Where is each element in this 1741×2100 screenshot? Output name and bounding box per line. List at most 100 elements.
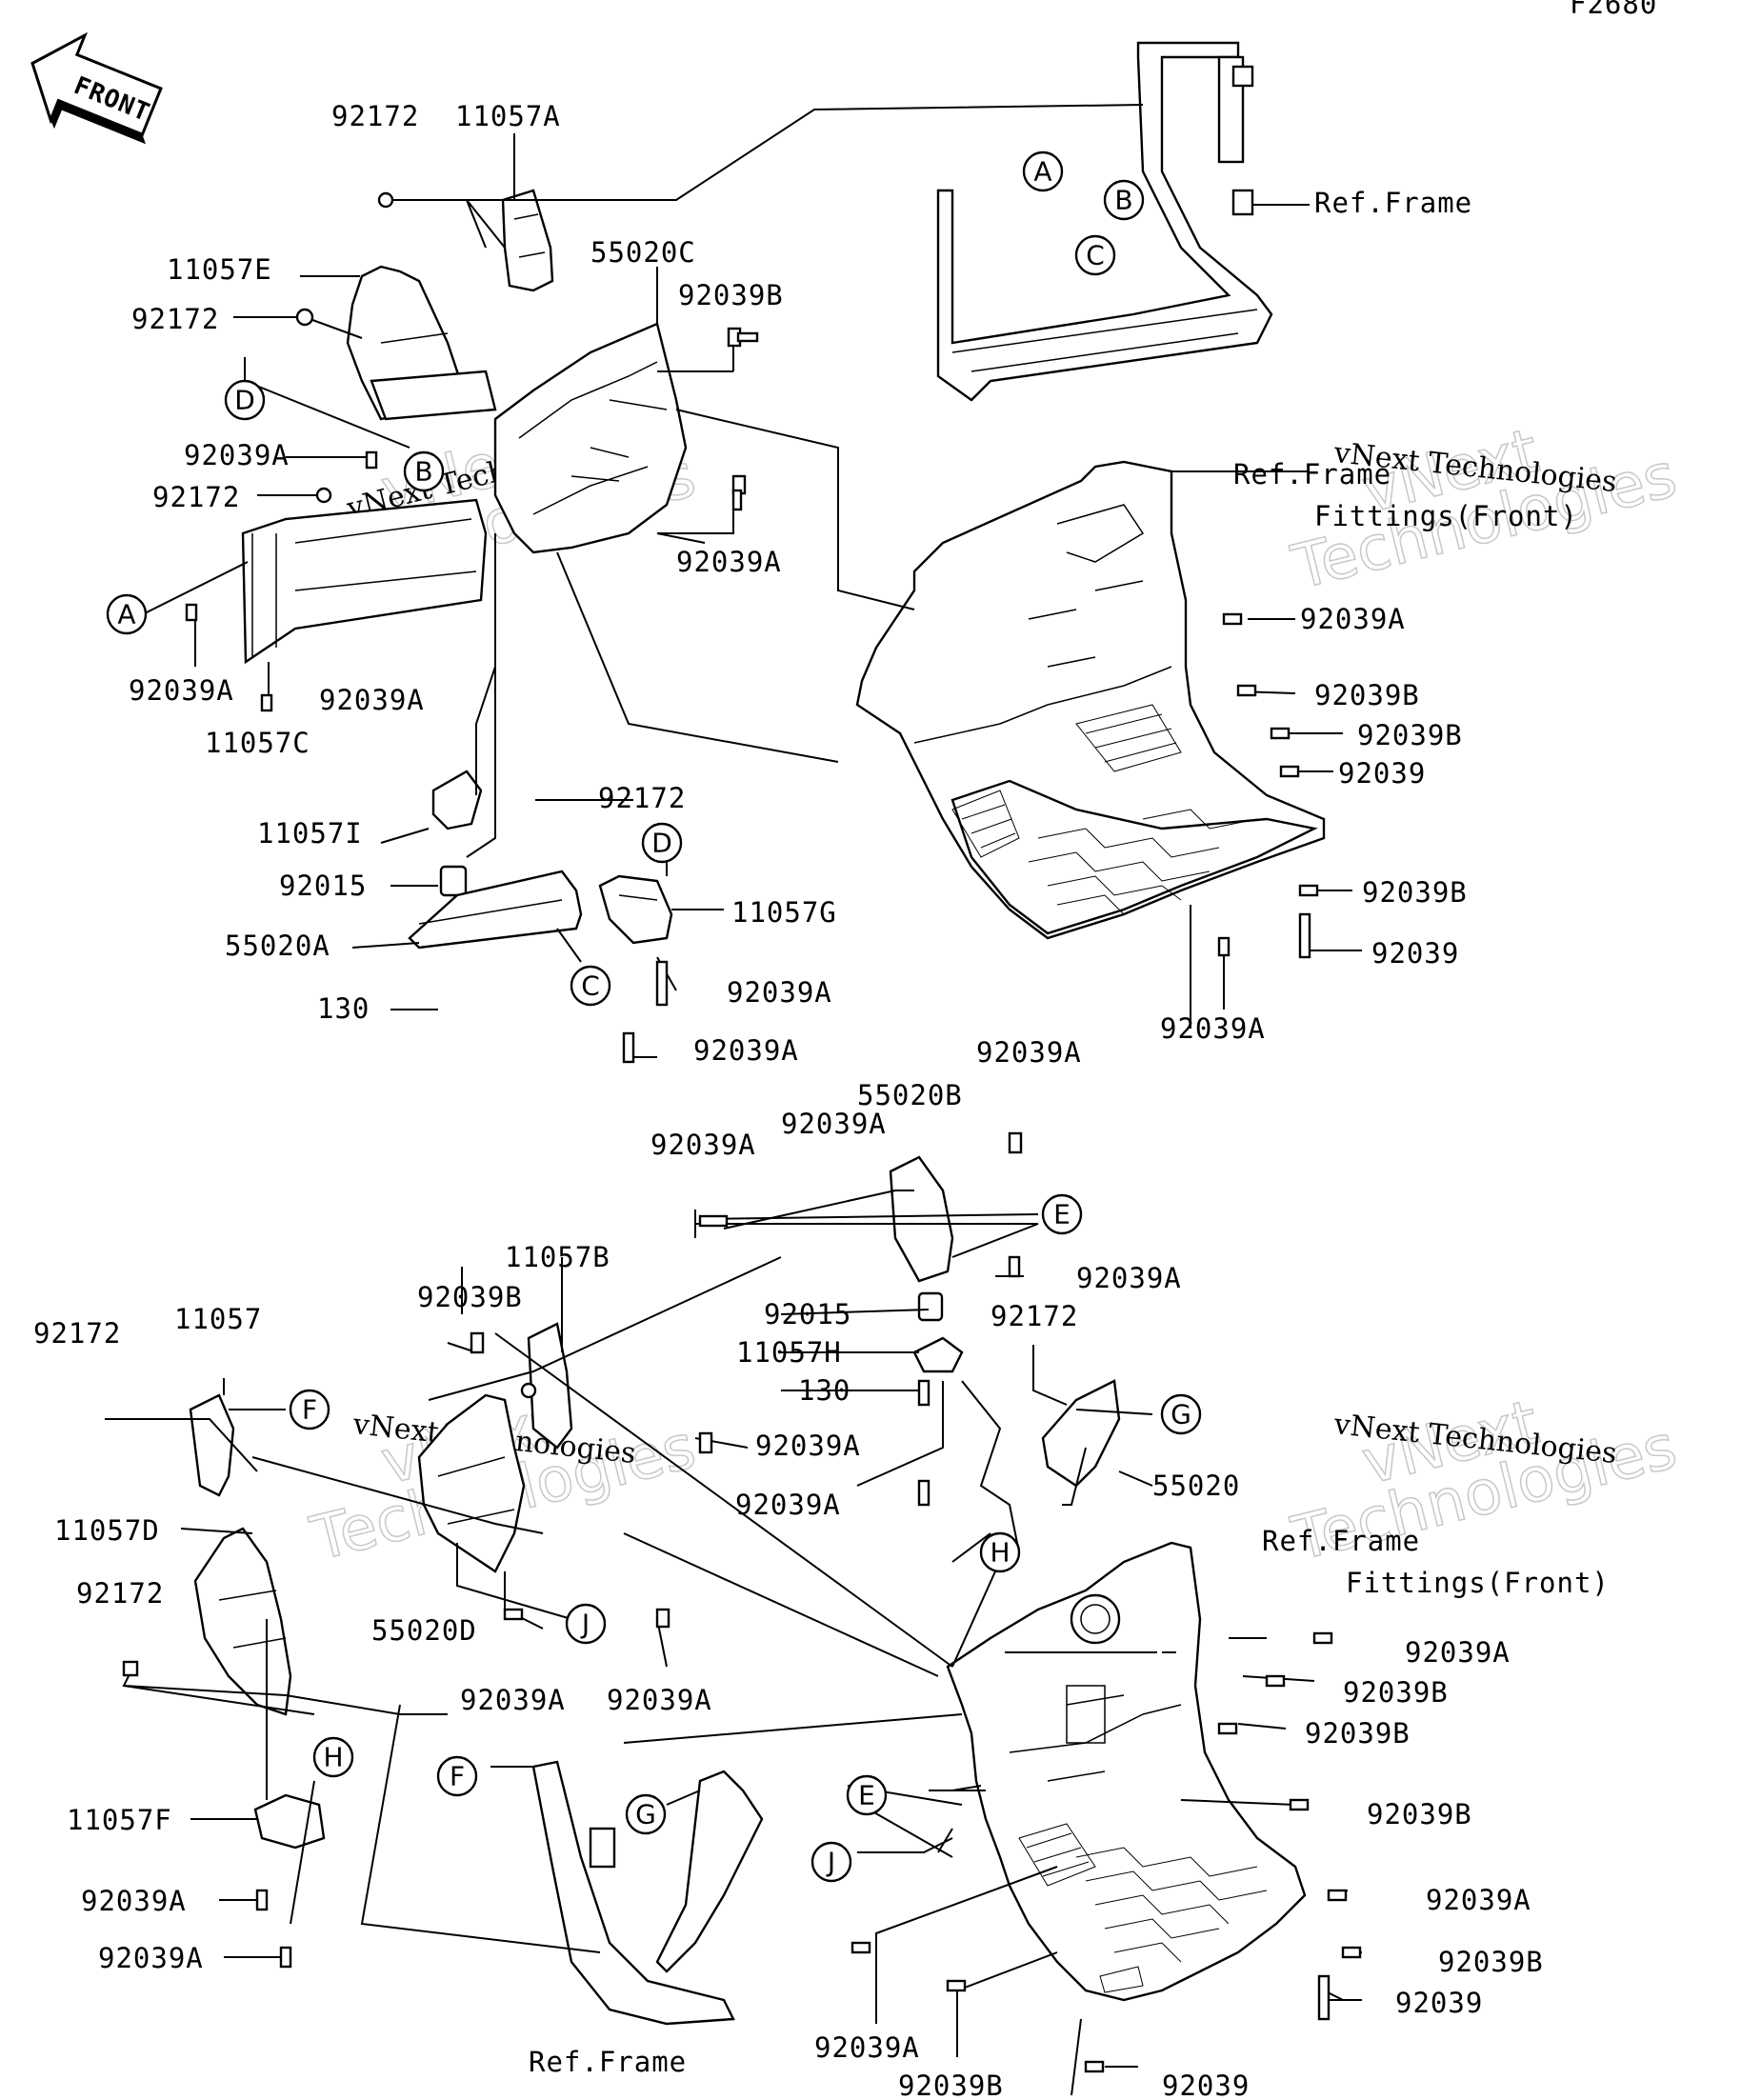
clip-icon	[315, 487, 332, 504]
svg-text:D: D	[234, 385, 255, 416]
rivet-icon	[1312, 1631, 1333, 1645]
panel-11057E	[346, 265, 497, 421]
ref-frame-fittings-label-top-2: Fittings(Front)	[1314, 500, 1578, 532]
rivet-icon	[622, 1031, 635, 1064]
rivet-icon	[1217, 936, 1231, 957]
svg-text:F: F	[450, 1761, 465, 1792]
floor-panel-bottom	[946, 1541, 1307, 2002]
fender-55020C	[493, 322, 688, 554]
part-label: 92039A	[693, 1034, 799, 1067]
part-label: 92172	[598, 782, 686, 814]
part-label: 11057I	[257, 817, 363, 850]
part-label: 92172	[152, 481, 240, 513]
svg-text:B: B	[1114, 185, 1132, 216]
part-label: 92039B	[1438, 1946, 1544, 1978]
part-label: 11057	[174, 1303, 262, 1335]
bracket-11057	[189, 1393, 235, 1497]
rivet-icon	[1298, 884, 1319, 897]
rivet-icon	[946, 1979, 967, 1992]
rivet-icon	[260, 693, 273, 712]
part-label: 92039B	[1314, 679, 1420, 711]
part-label: 92039	[1162, 2070, 1250, 2100]
part-label: 92039	[1371, 937, 1459, 970]
rivet-icon	[1217, 1722, 1238, 1735]
part-label: 11057G	[731, 896, 837, 929]
callout-A-top-frame: A	[1022, 150, 1064, 192]
callout-J-mid: J	[565, 1603, 607, 1645]
ref-frame-label-bottom: Ref.Frame	[529, 2046, 687, 2078]
part-label: 92039A	[755, 1430, 861, 1462]
rivet-icon	[1236, 684, 1257, 697]
rivet-icon	[1008, 1255, 1021, 1278]
part-label: 11057H	[736, 1336, 842, 1369]
rivet-icon	[1084, 2060, 1105, 2073]
part-label: 55020	[1152, 1470, 1240, 1502]
part-label: 92039A	[1405, 1636, 1511, 1669]
part-label: 92039A	[98, 1942, 204, 1974]
clip-icon	[520, 1382, 537, 1399]
part-label: 92015	[764, 1298, 851, 1330]
rivet-icon	[279, 1946, 292, 1969]
part-label: 130	[317, 992, 370, 1025]
svg-text:H: H	[990, 1537, 1010, 1569]
ref-frame-fittings-label-bottom-2: Fittings(Front)	[1346, 1567, 1610, 1599]
part-label: 92039B	[1362, 876, 1468, 909]
collar-92015-top	[439, 865, 468, 897]
callout-D-top-mid: D	[641, 822, 683, 864]
rivet-icon	[850, 1941, 871, 1954]
rivet-icon	[1008, 1131, 1023, 1154]
part-label: 92039A	[1300, 603, 1406, 635]
part-label: 92039A	[460, 1684, 566, 1716]
panel-11057G	[598, 874, 673, 945]
part-label: 11057A	[455, 100, 561, 132]
figure-code: F2680	[1570, 0, 1657, 20]
callout-H-bottom: H	[312, 1736, 354, 1778]
part-label: 55020A	[225, 930, 330, 962]
part-label: 92039A	[1160, 1012, 1266, 1045]
callout-B-top-left: B	[403, 450, 445, 492]
part-label: 92039A	[781, 1108, 887, 1140]
svg-text:D: D	[651, 828, 672, 859]
frame-section-bottom	[531, 1760, 764, 2026]
part-label: 11057F	[67, 1804, 172, 1836]
part-label: 92039A	[607, 1684, 712, 1716]
clip-icon	[377, 191, 394, 209]
part-label: 92039B	[678, 279, 784, 311]
floor-grip-pattern-top	[1028, 809, 1258, 915]
rivet-icon	[1265, 1674, 1286, 1688]
bracket-11057I	[431, 770, 483, 830]
panel-55020A	[408, 870, 583, 950]
svg-text:G: G	[1171, 1399, 1191, 1430]
part-label: 11057E	[167, 253, 272, 286]
frame-section-top	[936, 41, 1273, 402]
svg-text:E: E	[1053, 1199, 1071, 1230]
rivet-icon	[727, 327, 759, 348]
part-label: 92039B	[1305, 1717, 1411, 1750]
rivet-icon	[1289, 1798, 1310, 1811]
part-label: 92039A	[814, 2031, 920, 2064]
part-label: 11057D	[54, 1514, 160, 1547]
bracket-11057F	[253, 1793, 326, 1850]
callout-E-mid: E	[1041, 1193, 1083, 1235]
rivet-icon	[1298, 912, 1311, 959]
callout-G-bottom: G	[625, 1793, 667, 1835]
svg-text:J: J	[580, 1609, 590, 1640]
part-label: 92039A	[184, 439, 290, 471]
callout-D-top-left: D	[224, 379, 266, 421]
callout-C-top-mid: C	[570, 965, 611, 1007]
bracket-11057H	[912, 1336, 964, 1373]
rivet-icon	[655, 1608, 670, 1629]
rivet-icon	[470, 1331, 485, 1354]
svg-text:C: C	[1086, 240, 1105, 271]
part-label: 92039B	[1367, 1798, 1472, 1830]
panel-55020	[1041, 1379, 1121, 1488]
floor-grip-pattern-bottom	[1075, 1847, 1268, 1963]
clip-icon	[295, 308, 314, 327]
fender-55020D	[417, 1393, 526, 1573]
svg-text:G: G	[635, 1799, 656, 1830]
callout-E-bottom: E	[846, 1774, 888, 1816]
callout-G-mid: G	[1160, 1393, 1202, 1435]
ref-frame-label-top: Ref.Frame	[1314, 187, 1472, 219]
panel-11057B	[527, 1322, 573, 1450]
part-label: 92039B	[898, 2070, 1004, 2100]
